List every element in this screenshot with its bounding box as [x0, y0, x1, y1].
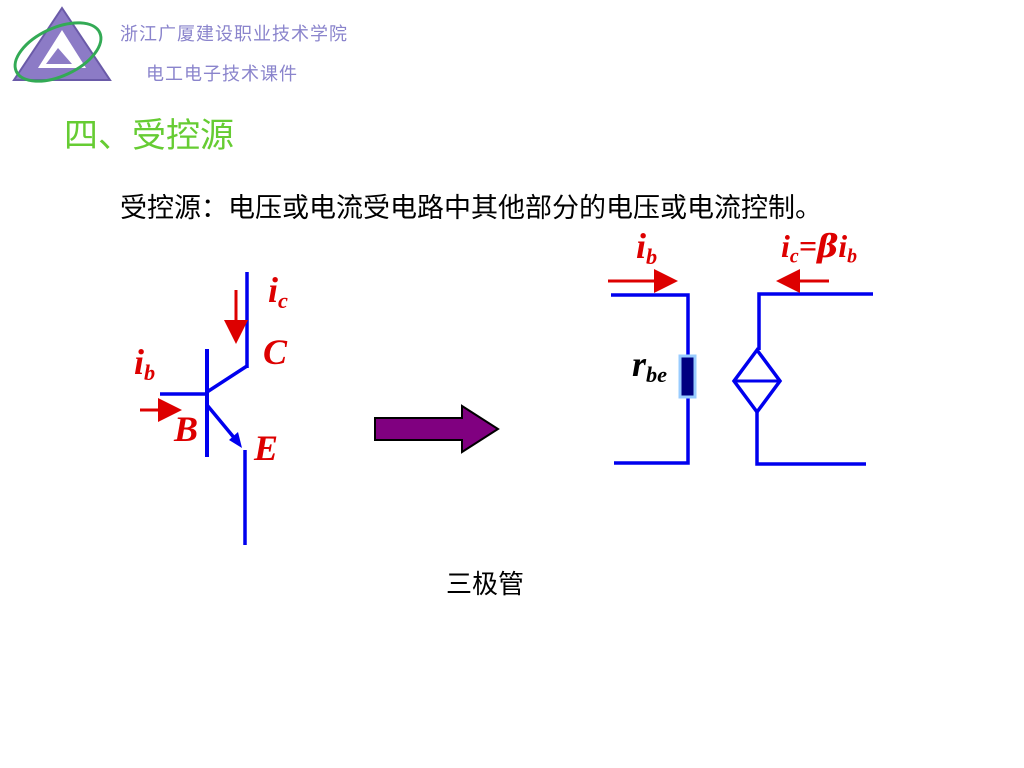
school-logo	[12, 6, 112, 83]
course-name: 电工电子技术课件	[146, 64, 298, 85]
emitter-slant	[205, 403, 238, 442]
school-name: 浙江广厦建设职业技术学院	[120, 24, 348, 45]
base-label: B	[174, 409, 199, 449]
transistor-symbol	[160, 272, 249, 545]
collector-label: C	[263, 332, 288, 372]
transistor-caption: 三极管	[446, 570, 525, 600]
ic-label: ic	[268, 270, 288, 314]
input-top-wire	[611, 293, 690, 356]
output-top-wire	[757, 292, 873, 350]
rbe-label: rbe	[632, 344, 668, 388]
transform-arrow-icon	[374, 404, 500, 454]
equivalent-circuit	[608, 269, 873, 466]
transistor-current-arrows	[140, 290, 248, 422]
ib-label: ib	[134, 342, 156, 386]
definition-text: 受控源：电压或电流受电路中其他部分的电压或电流控制。	[120, 193, 822, 224]
emitter-label: E	[254, 428, 279, 468]
section-heading: 四、受控源	[64, 116, 234, 156]
output-bottom-wire	[755, 412, 866, 466]
collector-slant	[206, 364, 248, 394]
model-ic-formula: ic=βib	[781, 227, 857, 268]
input-bottom-wire	[614, 398, 690, 465]
rbe-resistor	[678, 354, 697, 399]
emitter-arrow-icon	[229, 432, 242, 448]
model-ib-label: ib	[636, 226, 658, 270]
